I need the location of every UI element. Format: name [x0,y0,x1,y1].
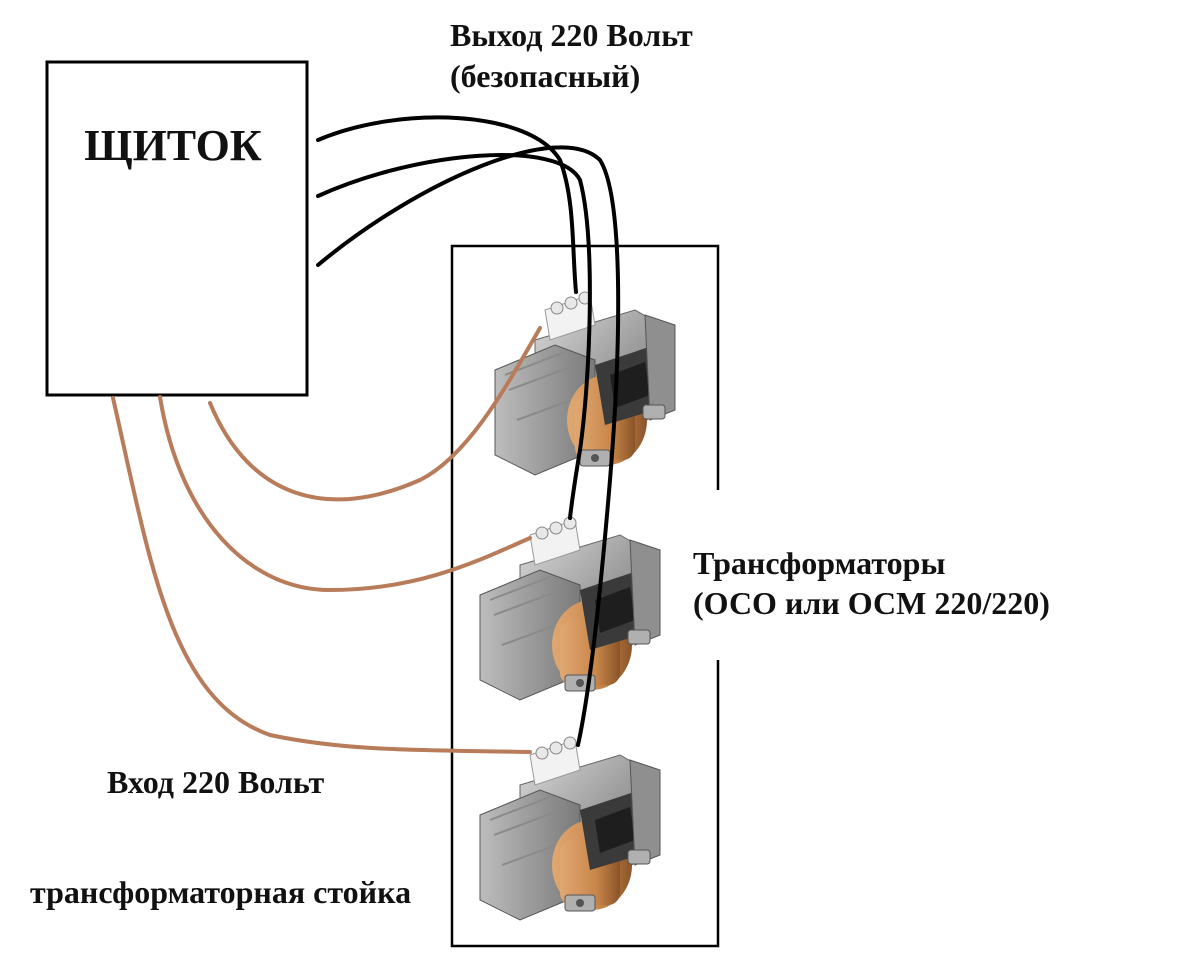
rack-label: трансформаторная стойка [30,874,411,910]
input-wire-2 [158,395,532,593]
output-wire-1 [316,115,578,294]
input-wire-3 [111,396,532,754]
input-wire-1 [208,326,542,502]
transformer-3 [479,736,661,921]
transformers-label-line2: (ОСО или ОСМ 220/220) [693,585,1050,621]
output-label-line1: Выход 220 Вольт [450,17,693,53]
output-wire-2 [316,153,592,520]
input-label: Вход 220 Вольт [107,764,325,800]
panel-box [45,60,309,397]
output-wire-3 [316,145,621,747]
rack-outline [450,244,720,948]
panel-label: ЩИТОК [84,121,262,170]
transformer-2 [479,516,661,701]
transformers-label-line1: Трансформаторы [693,545,945,581]
output-label-line2: (безопасный) [450,58,640,94]
